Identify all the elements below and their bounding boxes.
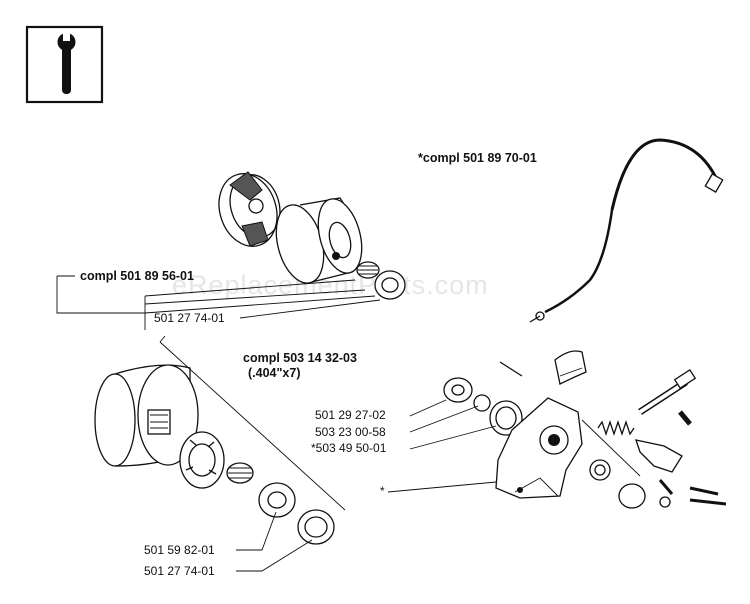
drum-part-1-label: 501 59 82-01 [144, 543, 215, 557]
pump-part-2-label: 503 23 00-58 [315, 425, 386, 439]
washer-top [374, 270, 406, 300]
pump-part-3-label: *503 49 50-01 [311, 441, 387, 455]
needle-bearing-top [356, 261, 380, 279]
oil-cable [529, 138, 724, 323]
watermark-text: eReplacementParts.com [172, 270, 489, 300]
clutch-drum-top [275, 197, 363, 284]
wrench-icon [25, 25, 104, 104]
sprocket-rim [179, 431, 225, 489]
washer-lower-1 [258, 482, 296, 518]
clutch-part [218, 171, 281, 247]
clutch-kit-label: compl 501 89 56-01 [80, 269, 194, 283]
clutch-kit-washer-label: 501 27 74-01 [154, 311, 225, 325]
clutch-drum-lower [94, 364, 199, 467]
needle-bearing-lower [226, 462, 254, 484]
oil-pump-assembly [387, 350, 727, 509]
washer-lower-2 [297, 509, 335, 545]
drum-part-2-label: 501 27 74-01 [144, 564, 215, 578]
drum-kit-label: compl 503 14 32-03 [243, 351, 357, 365]
clutch-kit-bracket [56, 275, 381, 330]
drum-kit-bracket [159, 335, 346, 511]
pump-assembly-star-label: * [380, 484, 385, 498]
pump-part-1-label: 501 29 27-02 [315, 408, 386, 422]
cable-kit-label: *compl 501 89 70-01 [418, 151, 537, 165]
drum-kit-pitch-label: (.404"x7) [248, 366, 301, 380]
drum-leader-lines [236, 511, 313, 572]
